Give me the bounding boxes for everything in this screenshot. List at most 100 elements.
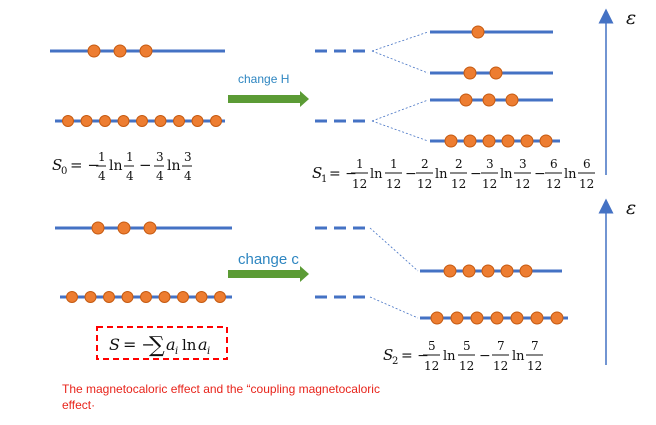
particle	[501, 134, 515, 148]
svg-text:12: 12	[527, 359, 542, 373]
particle	[450, 311, 464, 325]
svg-text:4: 4	[126, 169, 134, 183]
particle	[84, 291, 97, 303]
particle	[210, 115, 222, 127]
particle	[117, 221, 131, 235]
particle	[510, 311, 524, 325]
svg-text:a: a	[198, 335, 208, 354]
svg-text:a: a	[166, 335, 176, 354]
bottom-final-lower-particles	[430, 311, 564, 325]
svg-text:ln: ln	[512, 349, 525, 364]
svg-text:12: 12	[482, 177, 497, 191]
particle	[158, 291, 171, 303]
particle	[121, 291, 134, 303]
particle	[173, 115, 185, 127]
svg-text:ln: ln	[443, 349, 456, 364]
particle	[505, 93, 519, 107]
general-entropy-box	[96, 326, 228, 360]
particle	[519, 264, 533, 278]
svg-text:S: S	[109, 335, 120, 354]
top-connectors	[371, 31, 429, 142]
svg-text:ln: ln	[564, 167, 577, 182]
svg-text:ln: ln	[370, 167, 383, 182]
svg-text:−: −	[139, 156, 152, 174]
change-h-label: change H	[238, 72, 289, 86]
svg-text:S: S	[312, 164, 322, 182]
svg-text:i: i	[207, 346, 210, 357]
entropy-s2-formula: S 2 = − 5 12 ln 5 12 − 7 12 ln 7 12	[383, 339, 543, 373]
svg-text:12: 12	[352, 177, 367, 191]
svg-text:12: 12	[515, 177, 530, 191]
svg-text:12: 12	[579, 177, 594, 191]
particle	[154, 115, 167, 127]
particle	[140, 291, 152, 303]
svg-text:1: 1	[390, 157, 398, 171]
particle	[91, 221, 105, 235]
svg-text:12: 12	[493, 359, 508, 373]
particle	[550, 311, 564, 325]
particle	[463, 66, 477, 80]
svg-text:12: 12	[424, 359, 439, 373]
particle	[139, 44, 153, 58]
svg-text:i: i	[175, 346, 178, 357]
particle	[62, 115, 74, 127]
svg-text:7: 7	[497, 339, 505, 353]
entropy-s1-formula: S 1 = − 1 12 ln 1 12 − 2 12 ln 2 12 − 3 …	[312, 157, 595, 191]
bottom-final-upper-particles	[443, 264, 533, 278]
particle	[99, 115, 111, 127]
particle	[490, 311, 504, 325]
particle	[103, 291, 115, 303]
particle	[177, 291, 189, 303]
particle	[470, 311, 484, 325]
svg-text:ln: ln	[182, 336, 197, 354]
svg-text:12: 12	[417, 177, 432, 191]
top-energy-symbol: ε	[626, 7, 636, 29]
top-split-level-1-particles	[471, 25, 485, 39]
particle	[459, 93, 473, 107]
bottom-initial-upper-particles	[91, 221, 157, 235]
top-initial-lower-particles	[62, 115, 222, 127]
svg-text:5: 5	[463, 339, 471, 353]
particle	[520, 134, 534, 148]
particle	[117, 115, 130, 127]
change-c-label: change c	[238, 251, 299, 268]
particle	[195, 291, 208, 303]
svg-text:−: −	[479, 348, 491, 364]
particle	[539, 134, 553, 148]
svg-text:= −: = −	[401, 348, 429, 364]
top-initial-upper-particles	[87, 44, 153, 58]
particle	[143, 221, 157, 235]
svg-text:∑: ∑	[149, 333, 165, 358]
bottom-energy-symbol: ε	[626, 197, 636, 219]
particle	[191, 115, 204, 127]
particle	[113, 44, 127, 58]
svg-text:2: 2	[392, 356, 398, 367]
svg-text:4: 4	[184, 169, 192, 183]
entropy-general-formula: S = − ∑ a i ln a i	[109, 333, 210, 358]
svg-text:1: 1	[356, 157, 364, 171]
svg-text:3: 3	[486, 157, 494, 171]
svg-text:2: 2	[421, 157, 429, 171]
change-h-arrow	[228, 91, 309, 107]
svg-text:= −: = −	[123, 335, 155, 354]
particle	[471, 25, 485, 39]
svg-text:12: 12	[451, 177, 466, 191]
svg-text:ln: ln	[167, 158, 181, 174]
particle	[444, 134, 458, 148]
svg-text:6: 6	[583, 157, 591, 171]
particle	[430, 311, 444, 325]
svg-text:2: 2	[455, 157, 463, 171]
particle	[80, 115, 93, 127]
svg-text:6: 6	[550, 157, 558, 171]
svg-text:12: 12	[546, 177, 561, 191]
svg-text:ln: ln	[500, 167, 513, 182]
particle	[462, 264, 476, 278]
svg-text:0: 0	[61, 166, 67, 177]
top-split-level-3-particles	[459, 93, 519, 107]
change-c-arrow	[228, 266, 309, 282]
particle	[214, 291, 226, 303]
top-panel: S 0 = − 1 4 ln 1 4 − 3 4 ln 3 4 change H	[50, 7, 636, 191]
svg-text:S: S	[383, 346, 393, 364]
svg-text:= −: = −	[329, 166, 357, 182]
